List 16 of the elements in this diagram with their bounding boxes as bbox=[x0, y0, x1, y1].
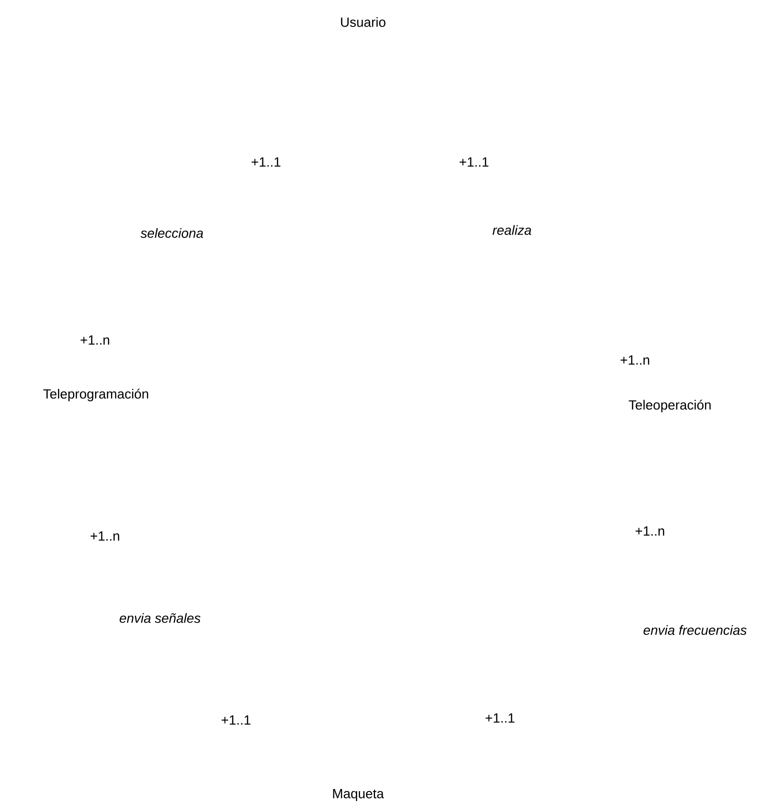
multiplicity-label: +1..1 bbox=[222, 715, 250, 725]
class-name: Maqueta bbox=[333, 789, 384, 801]
multiplicity-label: +1..1 bbox=[252, 157, 280, 167]
multiplicity-label: +1..n bbox=[80, 335, 110, 345]
multiplicity-label: +1..n bbox=[90, 531, 120, 541]
association-label: envia señales bbox=[120, 613, 200, 623]
class-name: Usuario bbox=[341, 17, 386, 27]
association-label: envia frecuencias bbox=[644, 625, 747, 635]
multiplicity-label: +1..n bbox=[620, 355, 650, 365]
class-name: Teleoperación bbox=[628, 400, 711, 412]
multiplicity-label: +1..1 bbox=[460, 157, 488, 167]
association-label: realiza bbox=[492, 225, 532, 235]
association-label: selecciona bbox=[140, 228, 204, 238]
multiplicity-label: +1..n bbox=[636, 526, 664, 536]
multiplicity-label: +1..1 bbox=[486, 713, 514, 723]
class-name: Teleprogramación bbox=[43, 388, 148, 402]
